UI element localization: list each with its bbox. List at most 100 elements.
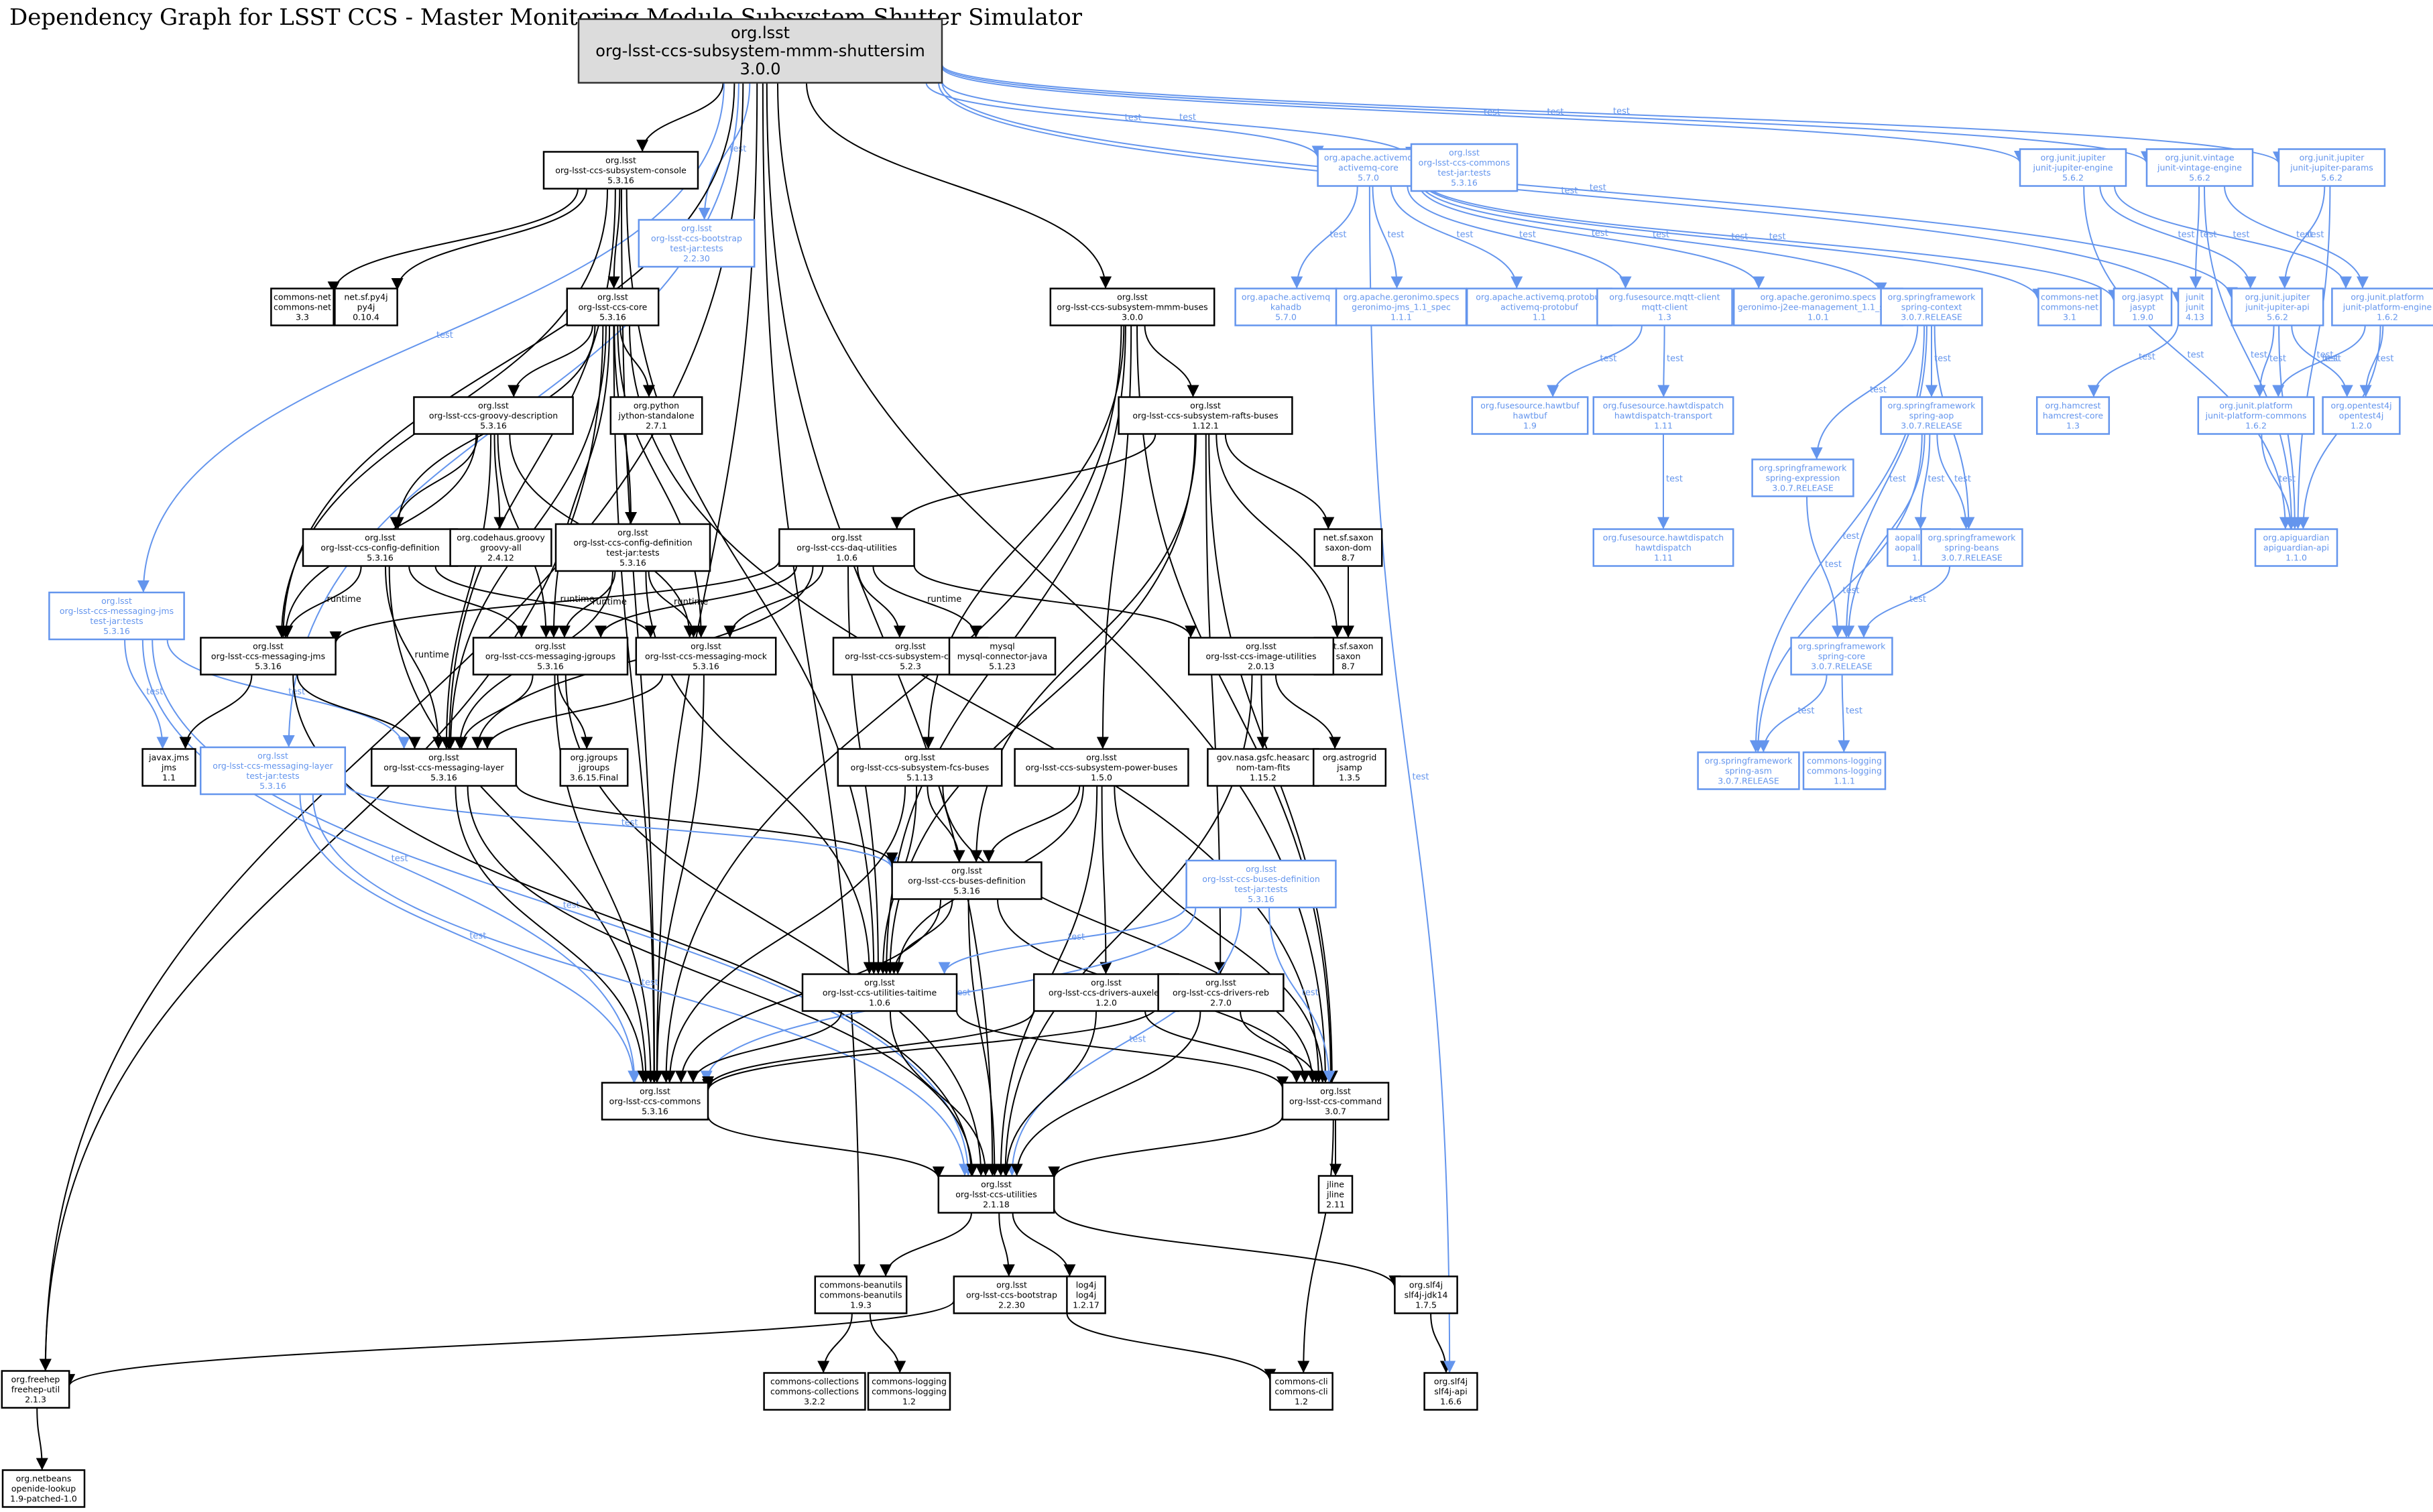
node-group-id: log4j	[1076, 1280, 1096, 1290]
node-artifact-id: slf4j-jdk14	[1405, 1290, 1448, 1300]
node-buses-def[interactable]: org.lsstorg-lsst-ccs-buses-definition5.3…	[891, 861, 1043, 900]
node-spring-core[interactable]: org.springframeworkspring-core3.0.7.RELE…	[1790, 637, 1893, 676]
edge-label: test	[2324, 354, 2341, 364]
node-jupiter-engine[interactable]: org.junit.jupiterjunit-jupiter-engine5.6…	[2019, 148, 2127, 187]
node-commons-tests[interactable]: org.lsstorg-lsst-ccs-commonstest-jar:tes…	[1410, 143, 1519, 192]
node-config-def[interactable]: org.lsstorg-lsst-ccs-config-definition5.…	[302, 528, 459, 567]
node-geronimo-jms[interactable]: org.apache.geronimo.specsgeronimo-jms_1.…	[1335, 288, 1468, 326]
edge-config-def-to-msg-jms	[281, 566, 362, 638]
node-spring-expression[interactable]: org.springframeworkspring-expression3.0.…	[1751, 458, 1854, 497]
node-artifact-id: freehep-util	[11, 1385, 60, 1395]
node-platform-commons[interactable]: org.junit.platformjunit-platform-commons…	[2197, 396, 2315, 435]
node-rafts-buses[interactable]: org.lsstorg-lsst-ccs-subsystem-rafts-bus…	[1118, 396, 1293, 435]
node-bootstrap-tests[interactable]: org.lsstorg-lsst-ccs-bootstraptest-jar:t…	[638, 218, 756, 268]
edge-root-to-console	[636, 82, 724, 152]
node-msg-layer-tests[interactable]: org.lsstorg-lsst-ccs-messaging-layertest…	[199, 746, 347, 796]
node-fcs-buses[interactable]: org.lsstorg-lsst-ccs-subsystem-fcs-buses…	[837, 748, 1003, 787]
node-vintage-engine[interactable]: org.junit.vintagejunit-vintage-engine5.6…	[2145, 148, 2254, 187]
node-groovy-desc[interactable]: org.lsstorg-lsst-ccs-groovy-description5…	[413, 396, 574, 435]
node-group-id: org.lsst	[1205, 978, 1236, 988]
node-collections[interactable]: commons-collectionscommons-collections3.…	[763, 1372, 866, 1411]
node-hawtdispatch[interactable]: org.fusesource.hawtdispatchhawtdispatch1…	[1592, 528, 1734, 567]
node-image-utils[interactable]: org.lsstorg-lsst-ccs-image-utilities2.0.…	[1187, 637, 1335, 676]
node-console[interactable]: org.lsstorg-lsst-ccs-subsystem-console5.…	[542, 151, 699, 190]
node-geronimo-j2ee[interactable]: org.apache.geronimo.specsgeronimo-j2ee-m…	[1732, 288, 1904, 326]
node-config-def-tests[interactable]: org.lsstorg-lsst-ccs-config-definitionte…	[554, 523, 711, 572]
edge-mmm-buses-to-commons	[660, 325, 1122, 1083]
node-taitime[interactable]: org.lsstorg-lsst-ccs-utilities-taitime1.…	[801, 973, 958, 1012]
node-platform-engine[interactable]: org.junit.platformjunit-platform-engine1…	[2331, 288, 2433, 326]
node-jupiter-params[interactable]: org.junit.jupiterjunit-jupiter-params5.6…	[2277, 148, 2386, 187]
node-group-id: org.codehaus.groovy	[457, 533, 545, 543]
node-version: 1.1.0	[2286, 553, 2307, 563]
node-artifact-id: py4j	[357, 302, 375, 312]
edge-root-to-commons-tests	[941, 80, 1417, 160]
node-spring-beans[interactable]: org.springframeworkspring-beans3.0.7.REL…	[1920, 528, 2023, 567]
node-group-id: org.springframework	[1928, 533, 2016, 543]
node-msg-mock[interactable]: org.lsstorg-lsst-ccs-messaging-mock5.3.1…	[635, 637, 777, 676]
node-msg-layer[interactable]: org.lsstorg-lsst-ccs-messaging-layer5.3.…	[370, 748, 518, 787]
node-artifact-id: spring-beans	[1944, 543, 1999, 553]
node-box	[2197, 396, 2315, 435]
node-version: 5.7.0	[1358, 173, 1379, 183]
node-spring-aop[interactable]: org.springframeworkspring-aop3.0.7.RELEA…	[1880, 396, 1983, 435]
edge-root-to-jupiter-api	[941, 81, 2238, 300]
edge-label: runtime	[927, 594, 961, 605]
node-spring-asm[interactable]: org.springframeworkspring-asm3.0.7.RELEA…	[1697, 751, 1800, 790]
node-power-buses[interactable]: org.lsstorg-lsst-ccs-subsystem-power-bus…	[1014, 748, 1189, 787]
node-hawtdispatch-transport[interactable]: org.fusesource.hawtdispatchhawtdispatch-…	[1592, 396, 1734, 435]
edge-label: test	[1302, 988, 1319, 998]
node-version: 5.1.23	[989, 662, 1016, 672]
node-openide[interactable]: org.netbeansopenide-lookup1.9-patched-1.…	[1, 1469, 86, 1508]
node-spring-context[interactable]: org.springframeworkspring-context3.0.7.R…	[1880, 288, 1983, 326]
node-activemq-protobuf[interactable]: org.apache.activemq.protobufactivemq-pro…	[1466, 288, 1613, 326]
node-box	[2254, 528, 2338, 567]
node-buses-def-tests[interactable]: org.lsstorg-lsst-ccs-buses-definitiontes…	[1185, 859, 1337, 909]
node-msg-jgroups[interactable]: org.lsstorg-lsst-ccs-messaging-jgroups5.…	[472, 637, 629, 676]
node-auxelex[interactable]: org.lsstorg-lsst-ccs-drivers-auxelex1.2.…	[1032, 973, 1180, 1012]
node-root[interactable]: org.lsstorg-lsst-ccs-subsystem-mmm-shutt…	[577, 18, 943, 84]
node-msg-jms-tests[interactable]: org.lsstorg-lsst-ccs-messaging-jmstest-j…	[48, 591, 185, 641]
node-mmm-buses[interactable]: org.lsstorg-lsst-ccs-subsystem-mmm-buses…	[1049, 288, 1215, 326]
edge-label: test	[1934, 354, 1951, 364]
node-group-id: org.lsst	[1449, 147, 1480, 158]
